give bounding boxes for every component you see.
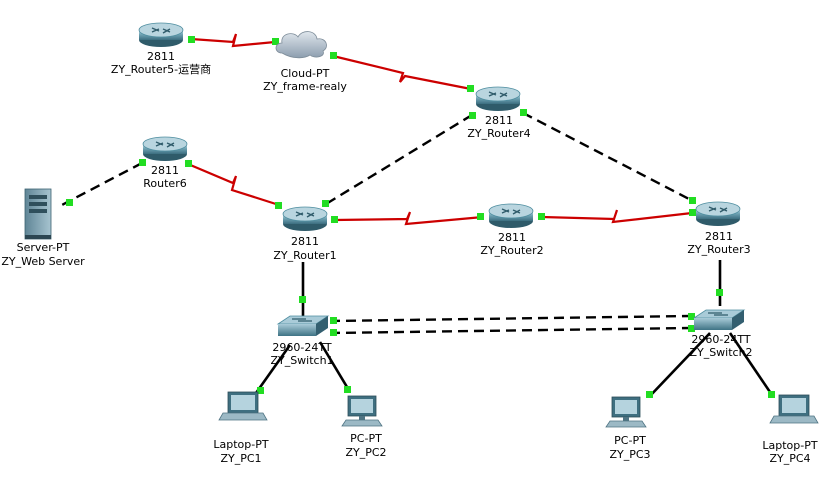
link-switch1-switch2-a[interactable] [329,314,692,323]
link-router5-cloud[interactable] [190,33,276,48]
pc2-model-label: PC-PT [350,432,382,445]
pc2-name-label: ZY_PC2 [345,446,386,459]
link-router2-router3[interactable] [541,209,693,224]
link-switch2-laptop4[interactable] [728,332,774,396]
router4-model-label: 2811 [485,114,513,127]
switch1-model-label: 2960-24TT [272,341,331,354]
router3-name-label: ZY_Router3 [687,243,750,256]
server-icon[interactable] [24,188,52,240]
laptop1-model-label: Laptop-PT [213,438,268,451]
laptop1-name-label: ZY_PC1 [220,452,261,465]
router3-icon[interactable] [695,201,741,226]
cloud-model-label: Cloud-PT [281,67,330,80]
laptop4-model-label: Laptop-PT [762,439,817,452]
router3-model-label: 2811 [705,230,733,243]
cloud-icon[interactable] [275,31,327,59]
pc3-name-label: ZY_PC3 [609,448,650,461]
laptop4-icon[interactable] [769,394,819,424]
link-cloud-router4[interactable] [332,54,472,91]
router2-name-label: ZY_Router2 [480,244,543,257]
router1-icon[interactable] [282,206,328,231]
pc3-icon[interactable] [605,396,647,428]
switch1-icon[interactable] [276,315,330,336]
router2-model-label: 2811 [498,231,526,244]
laptop1-icon[interactable] [218,391,268,421]
link-switch1-switch2-b[interactable] [329,326,692,335]
server-model-label: Server-PT [17,241,70,254]
router1-name-label: ZY_Router1 [273,249,336,262]
links-layer [57,33,774,398]
switch2-model-label: 2960-24TT [691,333,750,346]
port-indicators [66,36,775,398]
router4-name-label: ZY_Router4 [467,127,530,140]
router6-name-label: Router6 [143,177,186,190]
router2-icon[interactable] [488,203,534,228]
router1-model-label: 2811 [291,235,319,248]
link-router1-router2[interactable] [334,211,484,226]
cloud-name-label: ZY_frame-realy [263,80,347,93]
link-switch1-laptop1[interactable] [254,344,292,394]
pc2-icon[interactable] [341,395,383,427]
link-router6-router1[interactable] [187,162,280,207]
switch2-name-label: ZY_Switch2 [689,346,752,359]
router5-name-label: ZY_Router5-运营商 [111,62,211,76]
router4-icon[interactable] [475,86,521,111]
router6-icon[interactable] [142,136,188,161]
pc3-model-label: PC-PT [614,434,646,447]
link-switch2-pc3[interactable] [648,332,711,398]
server-name-label: ZY_Web Server [1,255,85,268]
switch2-icon[interactable] [692,309,746,330]
link-router4-router3[interactable] [522,111,694,203]
laptop4-name-label: ZY_PC4 [769,452,810,465]
router5-model-label: 2811 [147,50,175,63]
router5-icon[interactable] [138,22,184,47]
link-switch1-pc2[interactable] [318,341,352,393]
switch1-name-label: ZY_Switch1 [270,354,333,367]
router6-model-label: 2811 [151,164,179,177]
link-router4-router1[interactable] [325,113,473,206]
